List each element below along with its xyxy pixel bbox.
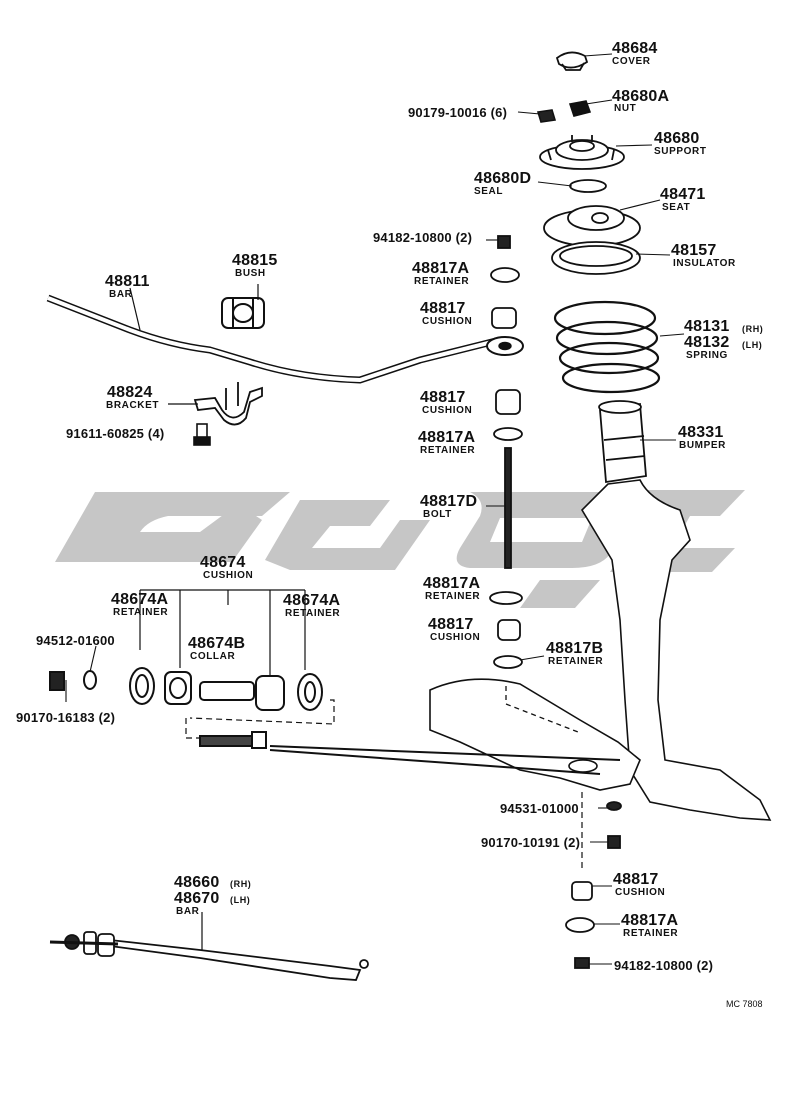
support-number: 48680 (654, 130, 700, 147)
retainer-1-name: RETAINER (414, 276, 470, 287)
bracket-bolt-number: 91611-60825 (4) (66, 426, 165, 441)
cushion-2-name: CUSHION (422, 405, 473, 416)
bolt-number: 48817D (420, 493, 478, 510)
arm-nut-number: 90170-10191 (2) (481, 835, 581, 850)
coil-spring (553, 300, 661, 394)
retainer-l-number: 48674A (111, 591, 169, 608)
support-part (539, 135, 625, 170)
top-nut-number: 94182-10800 (2) (373, 230, 473, 245)
seal-part (569, 179, 607, 193)
cushion-1-name: CUSHION (422, 316, 473, 327)
bar-name: BAR (109, 289, 133, 300)
cushion-1-number: 48817 (420, 300, 466, 317)
washer-number: 94512-01600 (36, 633, 115, 648)
lower-right-parts (565, 801, 622, 969)
bracket-part (193, 382, 263, 426)
bumper-name: BUMPER (679, 440, 726, 451)
retainer-2-name: RETAINER (420, 445, 476, 456)
seat-name: SEAT (662, 202, 691, 213)
retainer-3-number: 48817A (423, 575, 481, 592)
collar-name: COLLAR (190, 651, 236, 662)
retainer-2-number: 48817A (418, 429, 476, 446)
bar-number: 48811 (105, 273, 150, 290)
retainer-3-name: RETAINER (425, 591, 481, 602)
collar-number: 48674B (188, 635, 246, 652)
nut-part (568, 100, 592, 117)
insulator-name: INSULATOR (673, 258, 736, 269)
retainer-4-number: 48817A (621, 912, 679, 929)
support-name: SUPPORT (654, 146, 707, 157)
bush-name: BUSH (235, 268, 266, 279)
seat-part (543, 205, 641, 247)
bolt-name: BOLT (423, 509, 452, 520)
small-nut-number: 90179-10016 (6) (408, 105, 508, 120)
seal-number: 48680D (474, 170, 532, 187)
nut-number: 48680A (612, 88, 670, 105)
retainer-r-number: 48674A (283, 592, 341, 609)
bracket-number: 48824 (107, 384, 153, 401)
seat-number: 48471 (660, 186, 706, 203)
line-art (46, 51, 772, 981)
spring-lh-tag: (LH) (742, 340, 763, 350)
bush-number: 48815 (232, 252, 278, 269)
bumper-number: 48331 (678, 424, 724, 441)
insulator-part (551, 241, 641, 275)
retainer-l-name: RETAINER (113, 607, 169, 618)
lower-arm (269, 678, 641, 791)
seal-name: SEAL (474, 186, 504, 197)
center-stack (489, 235, 523, 669)
insulator-number: 48157 (671, 242, 717, 259)
cushion-group-name: CUSHION (203, 570, 254, 581)
strut-bar-lh-tag: (LH) (230, 895, 251, 905)
spring-rh-number: 48131 (684, 318, 730, 335)
retainer-r-name: RETAINER (285, 608, 341, 619)
strut-bar-part (49, 931, 369, 981)
bottom-nut-number: 94182-10800 (2) (614, 958, 714, 973)
spring-rh-tag: (RH) (742, 324, 764, 334)
cushion-4-name: CUSHION (615, 887, 666, 898)
spring-name: SPRING (686, 350, 728, 361)
leader-lines (65, 53, 685, 965)
cover-part (555, 51, 589, 71)
cover-number: 48684 (612, 40, 658, 57)
drawing-code: MC 7808 (726, 999, 763, 1009)
pin-number: 94531-01000 (500, 801, 579, 816)
cushion-2-number: 48817 (420, 389, 466, 406)
bracket-bolt (193, 423, 211, 446)
strut-bar-name: BAR (176, 906, 200, 917)
retainer-b-name: RETAINER (548, 656, 604, 667)
cushion-group-number: 48674 (200, 554, 246, 571)
retainer-1-number: 48817A (412, 260, 470, 277)
bracket-name: BRACKET (106, 400, 160, 411)
cushion-4-number: 48817 (613, 871, 659, 888)
retainer-4-name: RETAINER (623, 928, 679, 939)
strut-bar-lh-number: 48670 (174, 890, 220, 907)
strut-bar-rh-number: 48660 (174, 874, 220, 891)
spring-lh-number: 48132 (684, 334, 730, 351)
strut-body (580, 479, 772, 821)
rod-nut-number: 90170-16183 (2) (16, 710, 116, 725)
retainer-b-number: 48817B (546, 640, 604, 657)
nut-name: NUT (614, 103, 637, 114)
small-nut-part (536, 109, 557, 123)
strut-bar-rh-tag: (RH) (230, 879, 252, 889)
bush-part (221, 297, 265, 329)
bumper-part (598, 400, 647, 484)
cushion-3-number: 48817 (428, 616, 474, 633)
cushion-3-name: CUSHION (430, 632, 481, 643)
cushion-group-parts (49, 667, 323, 711)
cover-name: COVER (612, 56, 651, 67)
threaded-rod (199, 731, 267, 749)
